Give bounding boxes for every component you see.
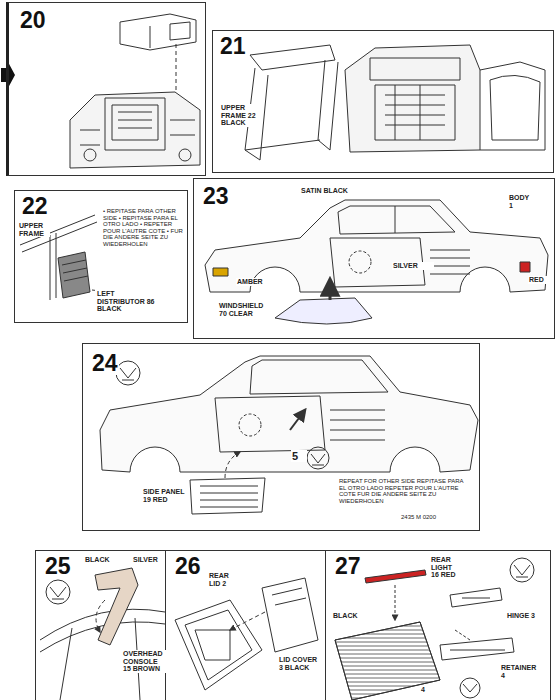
callout-label: 4 <box>420 686 432 694</box>
callout-label: LEFT DISTRIBUTOR 86 BLACK <box>96 290 158 313</box>
step24-art-stroke <box>330 410 385 440</box>
step27-art-stroke <box>514 565 530 577</box>
step-number: 22 <box>21 195 49 218</box>
step21-art <box>245 45 545 160</box>
callout-label: RED <box>528 276 552 284</box>
step24-art-stroke <box>250 360 388 394</box>
step-number: 20 <box>19 9 47 32</box>
callout-label: UPPER FRAME 22 BLACK <box>220 104 258 127</box>
step24-art-stroke <box>225 452 240 478</box>
step21-art-stroke <box>370 58 460 140</box>
step23-art-stroke <box>430 250 470 274</box>
callout-label: LID COVER 3 BLACK <box>278 656 320 671</box>
step-panel: 25 <box>35 550 166 700</box>
step23-art-stroke <box>213 268 228 276</box>
step20-art <box>1 14 200 168</box>
step25-art <box>40 568 165 700</box>
step24-art-stroke <box>290 410 305 430</box>
callout-label: • REPITASE PARA OTHER SIDE • REPITASE PA… <box>102 208 186 248</box>
step25-art-stroke <box>50 587 66 599</box>
step20-art-stroke <box>84 149 96 161</box>
step24-art-stroke <box>311 454 325 465</box>
step20-art-stroke <box>80 98 195 150</box>
callout-label: HINGE 3 <box>506 612 538 620</box>
callout-label: 5 <box>291 450 307 462</box>
step23-art-stroke <box>520 262 530 272</box>
callout-label: SIDE PANEL 19 RED <box>142 488 188 503</box>
step27-art-stroke <box>450 588 502 607</box>
step20-art-stroke <box>70 92 200 168</box>
step24-art-stroke <box>190 478 265 514</box>
step24-art-stroke <box>120 368 136 380</box>
step22-art-stroke <box>58 252 90 298</box>
step24-art-stroke <box>116 361 140 385</box>
step-number: 21 <box>219 35 247 58</box>
step24-art <box>100 356 478 514</box>
step-number: 25 <box>44 555 72 578</box>
step21-art-stroke <box>345 45 480 152</box>
callout-label: REAR LIGHT 16 RED <box>430 556 462 579</box>
step27-art-stroke <box>335 622 440 700</box>
callout-label: SILVER <box>132 556 164 564</box>
step27-art-stroke <box>335 622 440 700</box>
step-number: 24 <box>91 352 119 375</box>
step23-art-stroke <box>329 280 332 300</box>
step21-art-stroke <box>480 62 545 150</box>
step26-art-stroke <box>262 578 318 652</box>
callout-label: RETAINER 4 <box>500 664 542 679</box>
step24-art-stroke <box>307 447 329 469</box>
step-number: 23 <box>202 185 230 208</box>
step20-art-stroke <box>120 14 196 50</box>
step24-art-stroke <box>239 414 261 436</box>
step-number: 27 <box>334 555 362 578</box>
callout-label: SATIN BLACK <box>300 187 362 195</box>
callout-label: WINDSHIELD 70 CLEAR <box>218 302 266 317</box>
step27-art-stroke <box>463 684 477 692</box>
step22-art-stroke <box>62 260 88 281</box>
callout-label: BLACK <box>332 612 364 620</box>
step23-art <box>205 200 548 324</box>
step24-art-stroke <box>200 486 258 507</box>
step27-art-stroke <box>460 678 480 698</box>
step26-art-stroke <box>175 600 262 690</box>
step-panel: 20 <box>6 2 206 176</box>
step-panel: 21 <box>212 30 554 173</box>
callout-label: REPEAT FOR OTHER SIDE REPITASE PARA EL O… <box>338 478 472 504</box>
step24-art-stroke <box>100 356 478 472</box>
step23-art-stroke <box>349 251 371 273</box>
step25-art-stroke <box>95 568 138 645</box>
callout-label: AMBER <box>236 278 278 286</box>
step20-art-stroke <box>176 44 177 95</box>
step23-art-stroke <box>205 200 548 292</box>
step-panel: 26 <box>165 550 326 700</box>
callout-label: OVERHEAD CONSOLE 15 BROWN <box>122 650 166 673</box>
step25-art-stroke <box>96 600 105 632</box>
callout-label: SILVER <box>392 262 434 270</box>
step27-art-stroke <box>440 638 514 660</box>
step23-art-stroke <box>338 206 455 234</box>
callout-label: UPPER FRAME <box>18 222 50 237</box>
step25-art-stroke <box>40 609 165 700</box>
step27-art-stroke <box>395 585 396 620</box>
callout-label: BLACK <box>84 556 116 564</box>
step-number: 26 <box>174 555 202 578</box>
step27-art-stroke <box>510 558 534 582</box>
step27-art-stroke <box>365 570 426 583</box>
callout-label: REAR LID 2 <box>208 572 238 587</box>
step25-art-stroke <box>46 580 70 604</box>
step26-art <box>175 578 318 690</box>
callout-label: BODY 1 <box>508 194 534 209</box>
step21-art-stroke <box>245 45 338 160</box>
step23-art-stroke <box>275 298 372 324</box>
step26-art-stroke <box>230 612 265 630</box>
step20-art-stroke <box>179 149 191 161</box>
step24-art-stroke <box>215 396 325 452</box>
step27-art-stroke <box>455 630 470 640</box>
callout-label: 2435 M 0200 <box>400 514 462 521</box>
